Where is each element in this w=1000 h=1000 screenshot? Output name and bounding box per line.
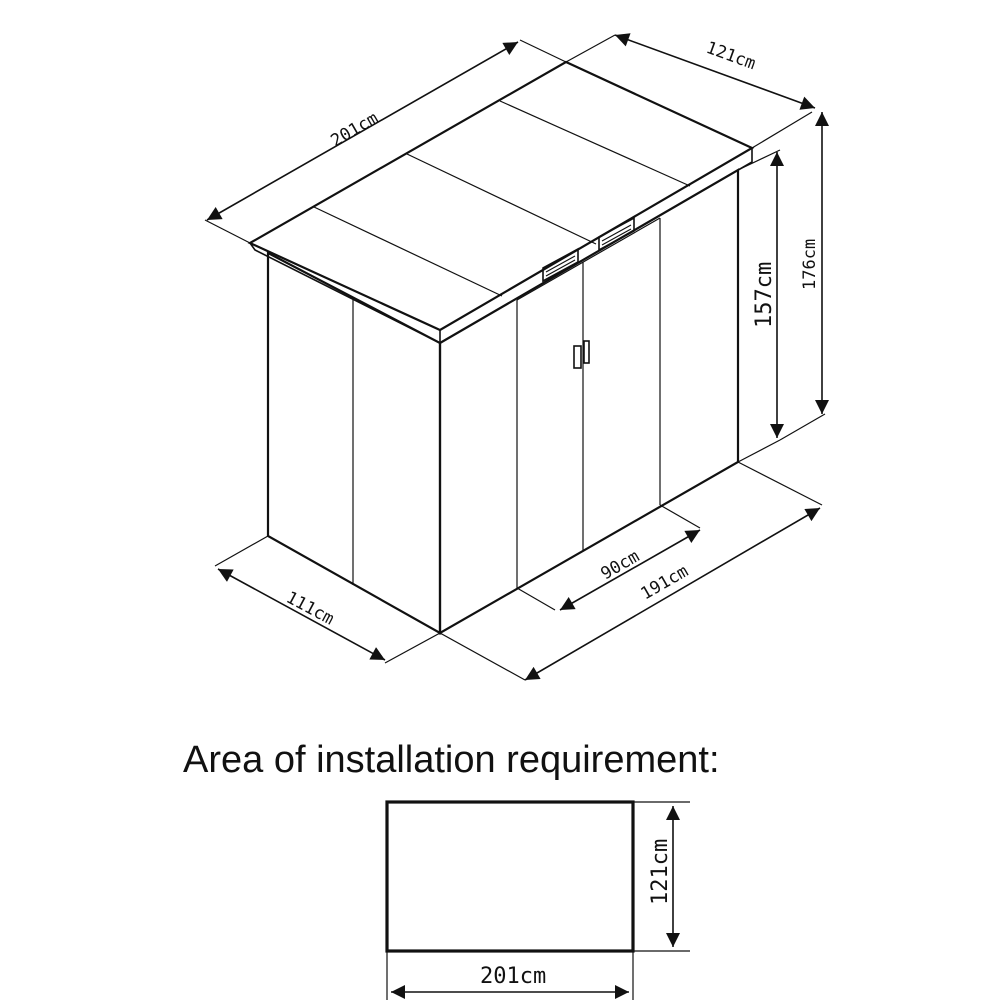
installation-rectangle <box>385 800 635 953</box>
dimension-install-depth: 121cm <box>648 806 680 947</box>
dimension-roof-width: 121cm <box>614 33 816 110</box>
dimension-front-length: 191cm <box>524 507 821 681</box>
shed-side-wall <box>266 251 442 635</box>
dim-install-depth-label: 121cm <box>648 839 673 905</box>
dim-total-height-label: 176cm <box>800 239 820 290</box>
dimension-side-depth: 111cm <box>217 568 386 661</box>
vent-left <box>542 247 579 283</box>
door-handle <box>573 340 590 369</box>
dim-roof-width-label: 121cm <box>703 38 758 74</box>
dimension-install-width: 201cm <box>391 964 629 999</box>
dim-door-width-label: 90cm <box>598 547 643 585</box>
dim-side-depth-label: 111cm <box>283 588 338 630</box>
shed-isometric <box>204 34 826 681</box>
dimension-total-height: 176cm <box>800 112 829 414</box>
installation-area <box>385 800 690 1000</box>
dimension-wall-height: 157cm <box>752 152 784 438</box>
dim-install-width-label: 201cm <box>480 964 546 989</box>
shed-front-wall <box>438 168 740 635</box>
vent-right <box>598 216 635 252</box>
dim-wall-height-label: 157cm <box>752 262 777 328</box>
dim-roof-length-label: 201cm <box>328 108 382 151</box>
dimension-roof-length: 201cm <box>206 41 519 221</box>
installation-heading: Area of installation requirement: <box>183 739 720 781</box>
shed-roof <box>247 60 755 332</box>
